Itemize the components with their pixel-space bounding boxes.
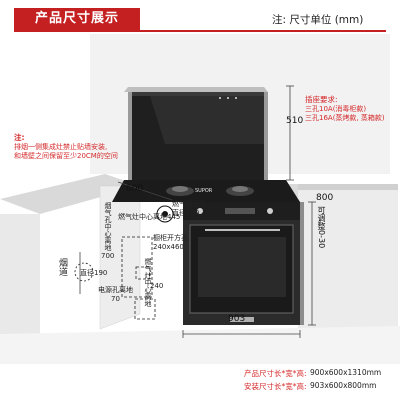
flue-center-label: 烟气孔中心离地: [104, 202, 112, 251]
install-size-label: 安装尺寸长*宽*高:: [244, 382, 307, 391]
cooktop: [112, 180, 300, 202]
note-title: 注:: [14, 133, 25, 142]
dim-adjustable: 可调整0-30: [317, 206, 326, 249]
flue-diameter: 直径190: [80, 269, 108, 277]
flue-label: 烟道: [57, 258, 67, 276]
socket-title: 插座要求:: [305, 95, 338, 104]
product-size-label: 产品尺寸长*宽*高:: [244, 369, 307, 378]
gas-pipe-center-value: 240: [150, 282, 164, 290]
gas-hole-label: 燃气管开孔: [172, 200, 207, 208]
product-size-value: 900x600x1310mm: [310, 368, 382, 377]
dimension-lines: [79, 85, 316, 338]
note-line-2: 和墙壁之间保留至少20CM的空间: [14, 152, 118, 160]
brand-logo: SUPOR: [195, 188, 213, 194]
gas-hole-diameter: 直径100: [172, 209, 200, 217]
title-underline: [14, 30, 386, 32]
page-title: 产品尺寸展示: [14, 8, 140, 30]
socket-line-2: 三孔16A(蒸烤款, 蒸箱款): [305, 114, 385, 122]
cabinet-hole-size: 240x460: [153, 243, 184, 251]
power-hole-value: 70: [111, 295, 120, 303]
flue-center-value: 700: [101, 252, 115, 260]
dim-width: 903: [228, 314, 246, 324]
socket-line-1: 三孔10A(消毒柜款): [305, 105, 367, 113]
power-hole-label: 电源孔离地: [98, 286, 133, 294]
gas-center-label: 燃气灶中心离地445: [118, 213, 181, 221]
unit-note: 注: 尺寸单位 (mm): [272, 14, 364, 26]
note-line-1: 排烟一侧集成灶禁止贴墙安装,: [14, 143, 108, 151]
install-size-value: 903x600x800mm: [310, 381, 377, 390]
dim-hood-height: 510: [286, 116, 304, 126]
range-hood: [124, 87, 268, 180]
kitchen-scene: [0, 34, 400, 364]
dim-depth: 600: [126, 184, 144, 194]
gas-pipe-center-label: 燃气灶中心离地: [144, 258, 152, 307]
cabinet-hole-label: 橱柜开方孔: [153, 234, 188, 242]
dim-total-height: 800: [316, 193, 334, 203]
oven-cabinet: [183, 202, 304, 325]
install-outlines: [121, 236, 156, 320]
